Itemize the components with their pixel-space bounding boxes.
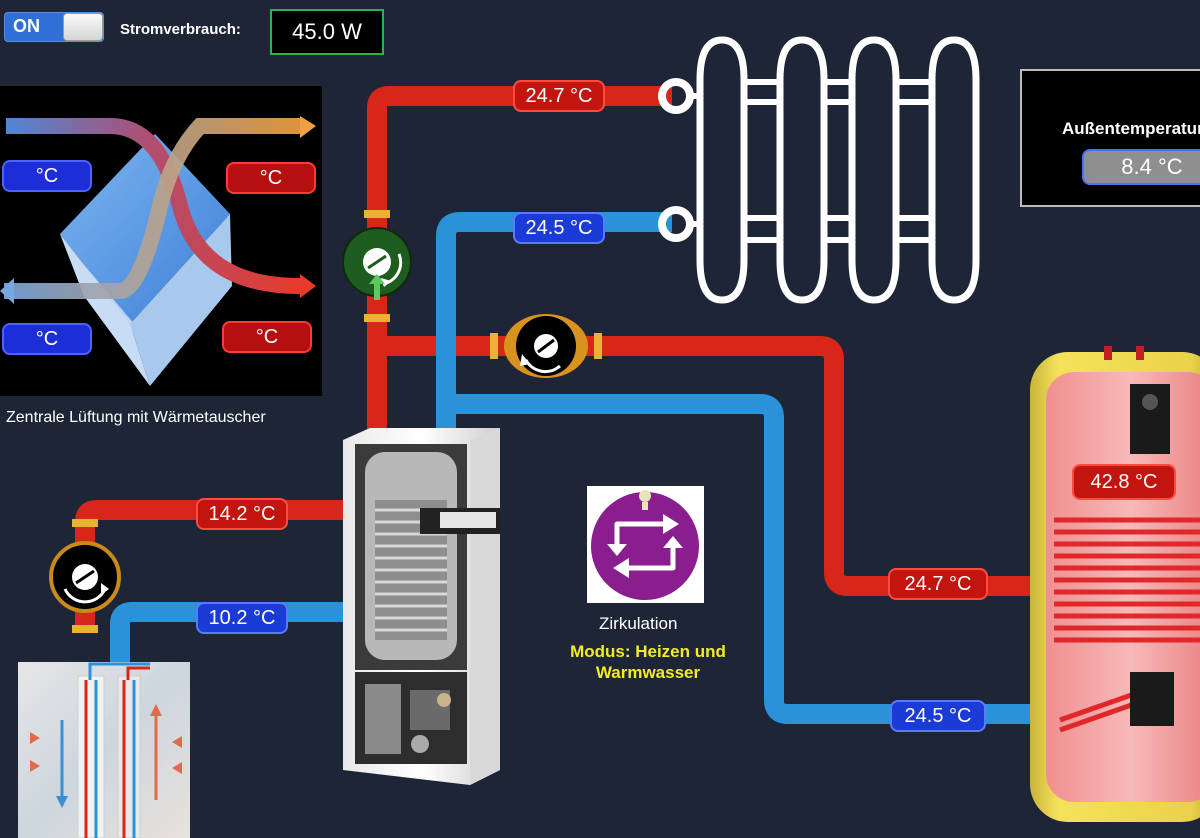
outdoor-temperature-label: Außentemperatur — [1062, 119, 1200, 138]
tank-supply-temp: 24.7 °C — [888, 568, 988, 600]
cold-pipes — [110, 212, 1040, 724]
tank-water-temp: 42.8 °C — [1072, 464, 1176, 500]
circulation-button[interactable] — [587, 486, 704, 603]
circulation-arrows-icon — [591, 490, 699, 600]
hot-water-tank — [1030, 346, 1200, 822]
radiator-return-temp: 24.5 °C — [513, 212, 605, 244]
power-toggle-knob[interactable] — [63, 13, 103, 41]
mode-line-1: Modus: Heizen und — [570, 642, 726, 661]
pump-ground — [49, 519, 121, 633]
circulation-label: Zirkulation — [599, 614, 678, 633]
heat-pump-unit — [343, 428, 500, 785]
pump-heating — [342, 210, 412, 322]
valve-hot-water — [490, 314, 602, 378]
ground-return-temp: 10.2 °C — [196, 602, 288, 634]
power-toggle[interactable]: ON — [4, 12, 104, 42]
vent-extract-air-temp: °C — [222, 321, 312, 353]
power-value: 45.0 W — [270, 9, 384, 55]
ground-supply-temp: 14.2 °C — [196, 498, 288, 530]
outdoor-temperature-panel: Außentemperatur 8.4 °C — [1020, 69, 1200, 207]
radiator — [658, 36, 980, 304]
vent-outdoor-air-temp: °C — [2, 160, 92, 192]
vent-supply-air-temp: °C — [226, 162, 316, 194]
mode-line-2: Warmwasser — [595, 663, 701, 682]
power-toggle-label: ON — [13, 16, 40, 36]
outdoor-temperature-value: 8.4 °C — [1082, 149, 1200, 185]
power-label: Stromverbrauch: — [120, 21, 241, 38]
mode-status: Modus: Heizen und Warmwasser — [548, 641, 748, 683]
ground-probe — [18, 662, 190, 838]
heat-exchanger-illustration — [0, 116, 316, 386]
vent-exhaust-air-temp: °C — [2, 323, 92, 355]
radiator-supply-temp: 24.7 °C — [513, 80, 605, 112]
tank-return-temp: 24.5 °C — [890, 700, 986, 732]
ventilation-caption: Zentrale Lüftung mit Wärmetauscher — [6, 409, 266, 426]
